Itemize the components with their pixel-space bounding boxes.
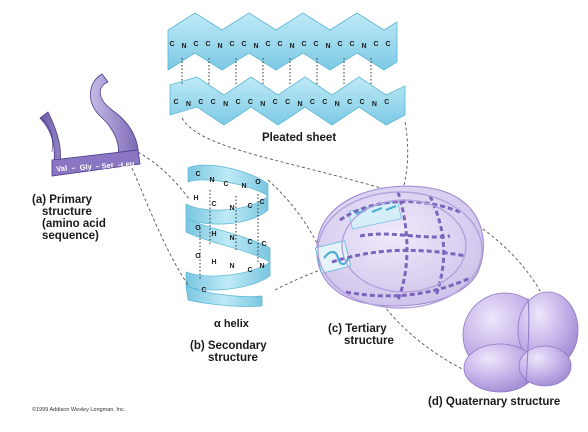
helix-atom: C <box>259 199 264 206</box>
sheet-top-atom: N <box>217 43 222 50</box>
helix-atom: N <box>241 183 246 190</box>
primary-structure-ribbon: Val–Gly–Ser–Leu <box>39 73 141 177</box>
sheet-strand-bottom <box>169 76 406 126</box>
helix-atom: N <box>209 177 214 184</box>
sheet-bottom-atom: N <box>372 101 377 108</box>
sheet-top-atom: C <box>241 41 246 48</box>
primary-label-line-3: (amino acid <box>42 218 106 230</box>
amino-acid-bond: – <box>71 165 76 172</box>
sheet-top-atom: C <box>265 41 270 48</box>
helix-atom: C <box>195 171 200 178</box>
copyright-notice: ©1999 Addison Wesley Longman, Inc. <box>32 407 126 413</box>
helix-atom: C <box>223 181 228 188</box>
sheet-bottom-atom: C <box>285 99 290 106</box>
amino-acid-bond: – <box>117 162 122 169</box>
sheet-top-atom: N <box>289 43 294 50</box>
sheet-top-atom: C <box>385 41 390 48</box>
helix-atom: H <box>193 195 198 202</box>
helix-atom: N <box>229 263 234 270</box>
sheet-top-atom: C <box>313 41 318 48</box>
amino-acid-bond: – <box>95 163 100 170</box>
helix-atom: N <box>229 205 234 212</box>
sheet-bottom-atom: C <box>211 99 216 106</box>
amino-acid-label: Ser <box>101 160 114 170</box>
alpha-helix-label: α helix <box>214 318 249 330</box>
pleated-sheet-label: Pleated sheet <box>262 132 337 144</box>
helix-atom: N <box>259 263 264 270</box>
primary-structure-label: (a) Primary structure (amino acid sequen… <box>32 194 106 242</box>
helix-atom: C <box>247 239 252 246</box>
sheet-top-atom: N <box>325 43 330 50</box>
secondary-label-line-2: structure <box>208 352 258 364</box>
amino-acid-label: Val <box>56 163 68 173</box>
sheet-top-atom: C <box>337 41 342 48</box>
secondary-label-line-1: (b) Secondary <box>190 340 267 352</box>
sheet-bottom-atom: C <box>198 99 203 106</box>
primary-label-line-1: (a) Primary <box>32 194 93 206</box>
sheet-bottom-atom: C <box>248 99 253 106</box>
tertiary-structure-graphic <box>314 185 484 309</box>
sheet-bottom-atom: C <box>359 99 364 106</box>
primary-label-line-2: structure <box>42 206 92 218</box>
helix-atom: H <box>211 259 216 266</box>
sheet-top-atom: C <box>169 41 174 48</box>
sheet-bottom-atom: C <box>235 99 240 106</box>
amino-acid-label: Leu <box>121 159 136 170</box>
sheet-bottom-atom: C <box>173 99 178 106</box>
helix-atom: C <box>261 241 266 248</box>
sheet-top-atom: C <box>277 41 282 48</box>
tertiary-label-line-2: structure <box>344 335 394 347</box>
tertiary-label-line-1: (c) Tertiary <box>328 323 387 335</box>
helix-atom: O <box>255 179 261 186</box>
tertiary-structure-label: (c) Tertiary structure <box>328 323 394 347</box>
secondary-structure-label: (b) Secondary structure <box>190 340 267 364</box>
helix-atom: N <box>229 235 234 242</box>
primary-label-line-4: sequence) <box>42 230 99 242</box>
helix-atom: H <box>211 231 216 238</box>
sheet-top-atom: C <box>193 41 198 48</box>
sheet-top-atom: C <box>373 41 378 48</box>
helix-atom: C <box>247 267 252 274</box>
helix-atom: C <box>211 201 216 208</box>
quaternary-structure-graphic <box>462 291 579 393</box>
sheet-top-atom: C <box>229 41 234 48</box>
helix-atom: C <box>201 287 206 294</box>
sheet-top-atom: C <box>301 41 306 48</box>
sheet-bottom-atom: N <box>186 101 191 108</box>
sheet-top-atom: N <box>361 43 366 50</box>
sheet-bottom-atom: C <box>322 99 327 106</box>
amino-acid-label: Gly <box>79 162 93 173</box>
sheet-bottom-atom: N <box>335 101 340 108</box>
sheet-top-atom: C <box>349 41 354 48</box>
sheet-bottom-atom: N <box>223 101 228 108</box>
sheet-strand-top <box>167 12 398 71</box>
helix-atom: C <box>247 203 252 210</box>
sheet-top-atom: N <box>253 43 258 50</box>
helix-atom: O <box>195 225 201 232</box>
sheet-bottom-atom: C <box>310 99 315 106</box>
sheet-bottom-atom: N <box>297 101 302 108</box>
sheet-bottom-atom: C <box>273 99 278 106</box>
quaternary-structure-label: (d) Quaternary structure <box>428 396 561 408</box>
sheet-bottom-atom: C <box>384 99 389 106</box>
sheet-bottom-atom: N <box>260 101 265 108</box>
sheet-bottom-atom: C <box>347 99 352 106</box>
sheet-top-atom: C <box>205 41 210 48</box>
helix-atom: O <box>195 253 201 260</box>
sheet-top-atom: N <box>181 43 186 50</box>
